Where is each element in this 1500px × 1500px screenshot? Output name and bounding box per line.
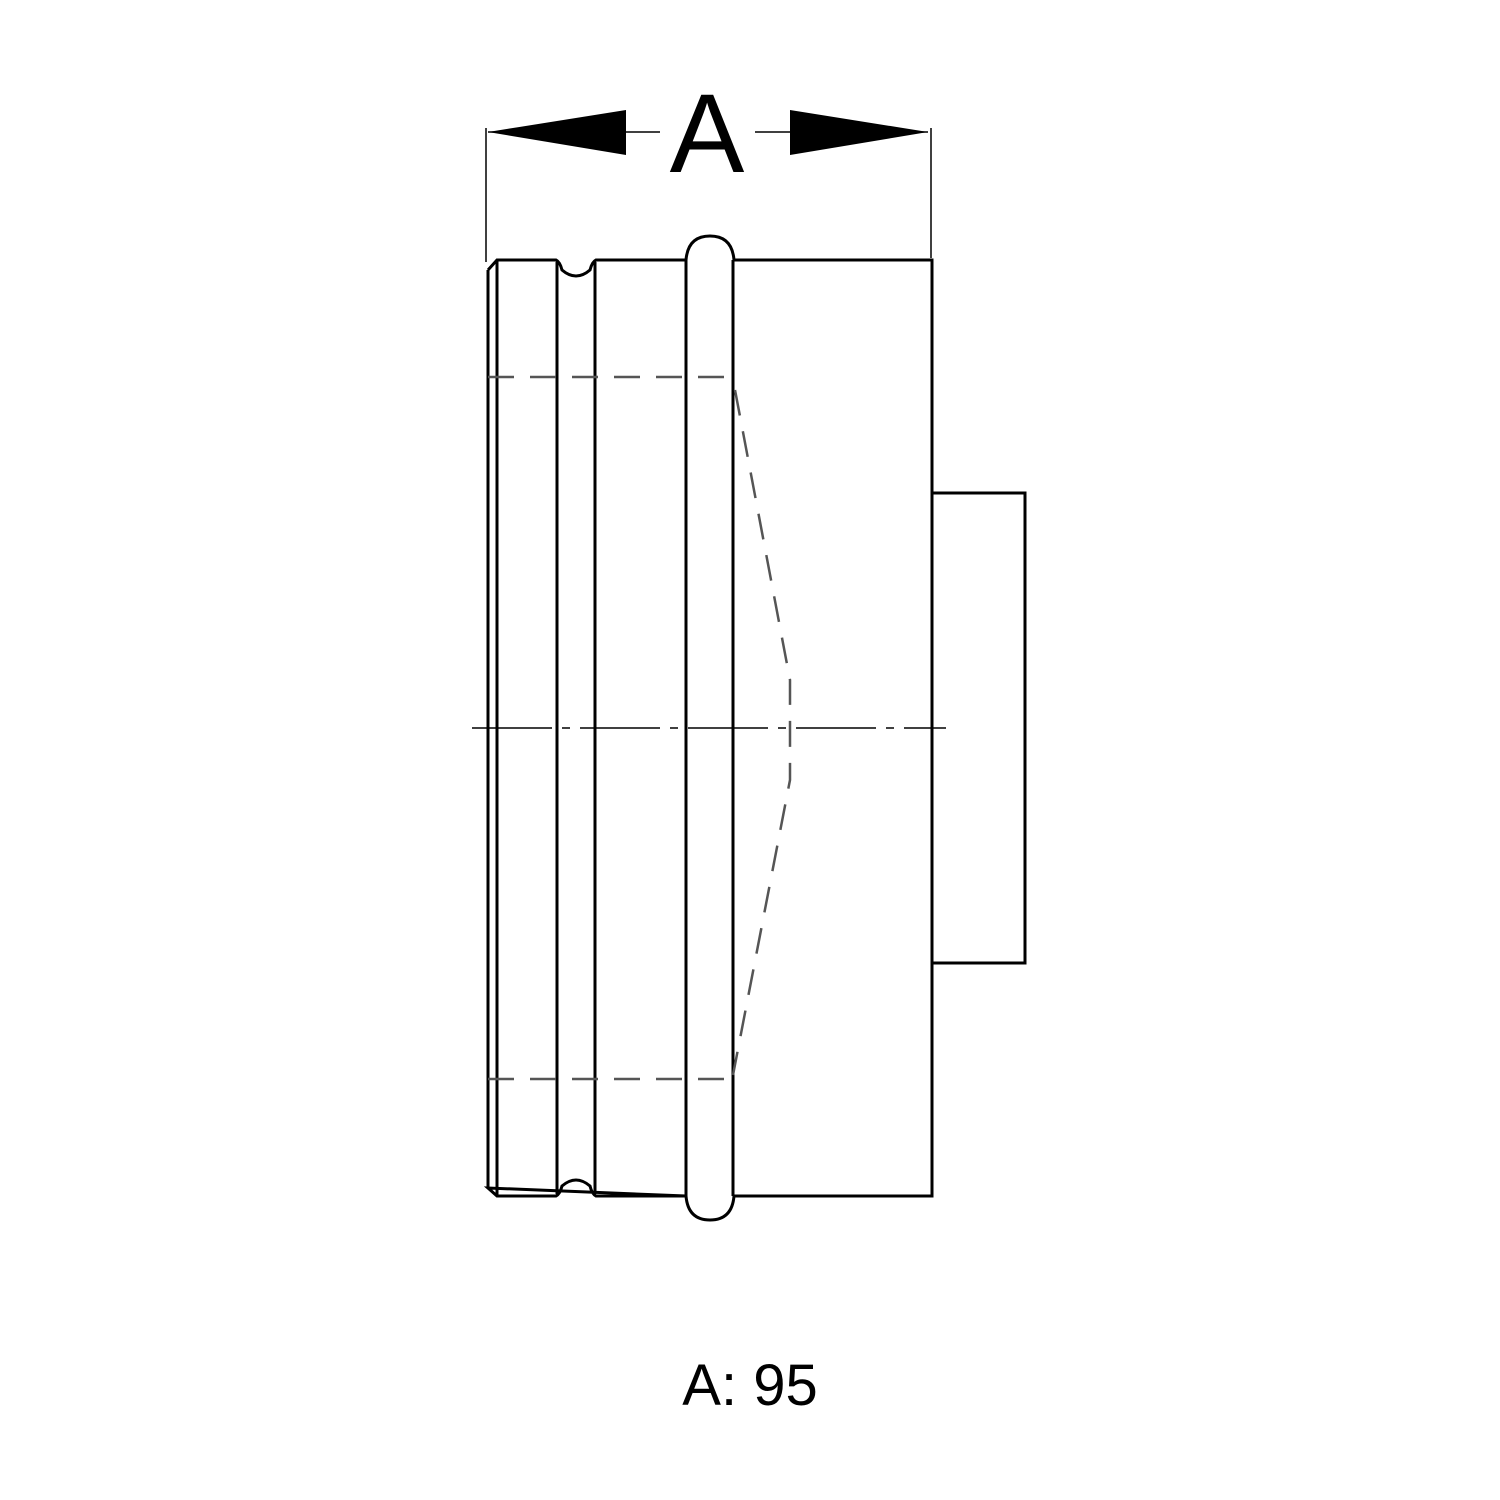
top-profile bbox=[486, 258, 686, 278]
arrow-right-icon bbox=[790, 110, 928, 155]
hidden-cone bbox=[731, 389, 792, 1076]
dimension-a bbox=[488, 110, 928, 155]
dimension-label: A bbox=[669, 71, 745, 196]
bottom-profile bbox=[483, 270, 687, 1198]
part-outline bbox=[483, 128, 1027, 1222]
arrow-left-icon bbox=[488, 110, 626, 155]
dimension-caption: A: 95 bbox=[682, 1353, 818, 1418]
hidden-lines bbox=[488, 375, 792, 1081]
